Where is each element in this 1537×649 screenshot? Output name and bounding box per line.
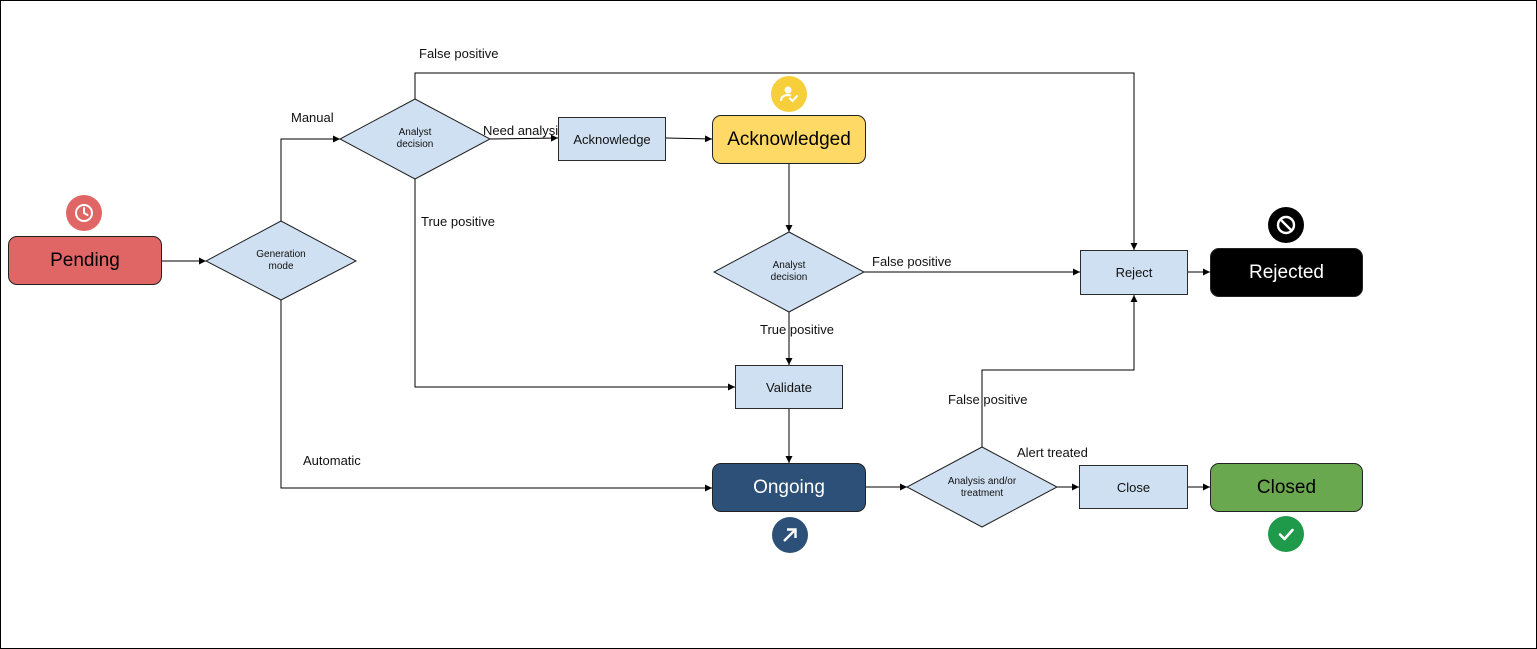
- edge-label-need-analysis: Need analysis: [483, 123, 558, 138]
- decision-analyst-1-label: Analyst decision: [396, 127, 434, 150]
- edge-automatic: [280, 300, 712, 492]
- edge-label-false-positive-mid: False positive: [872, 254, 952, 269]
- edge-label-true-positive-1: True positive: [421, 214, 495, 229]
- state-rejected: Rejected: [1210, 248, 1363, 297]
- action-reject: Reject: [1080, 250, 1188, 295]
- edge-manual: [280, 135, 340, 221]
- state-pending: Pending: [8, 236, 162, 285]
- decision-generation-mode-label: Generation mode: [256, 249, 306, 272]
- arrow-up-right-icon: [772, 517, 808, 553]
- person-check-icon: [771, 76, 807, 112]
- action-validate: Validate: [735, 365, 843, 409]
- state-acknowledged: Acknowledged: [712, 115, 866, 164]
- edge-label-alert-treated: Alert treated: [1017, 445, 1088, 460]
- action-close: Close: [1079, 465, 1188, 509]
- edge-acknowledge-acknowledged: [665, 135, 713, 143]
- decision-analysis-treatment: [905, 446, 1059, 528]
- decision-analyst-2-label: Analyst decision: [770, 260, 808, 283]
- action-acknowledge: Acknowledge: [558, 117, 666, 161]
- edge-label-automatic: Automatic: [303, 453, 361, 468]
- state-closed: Closed: [1210, 463, 1363, 512]
- edge-label-manual: Manual: [291, 110, 334, 125]
- edge-false-positive-top: [414, 72, 1138, 250]
- edge-label-false-positive-low: False positive: [948, 392, 1028, 407]
- edge-label-true-positive-2: True positive: [760, 322, 834, 337]
- clock-icon: [66, 195, 102, 231]
- prohibited-icon: [1268, 207, 1304, 243]
- edge-true-positive-1: [414, 179, 735, 391]
- edge-need-analysis: [489, 134, 559, 142]
- decision-analysis-treatment-label: Analysis and/or treatment: [947, 476, 1017, 499]
- check-icon: [1268, 516, 1304, 552]
- edge-label-false-positive-top: False positive: [419, 46, 499, 61]
- edge-false-positive-low: [981, 295, 1138, 447]
- state-ongoing: Ongoing: [712, 463, 866, 512]
